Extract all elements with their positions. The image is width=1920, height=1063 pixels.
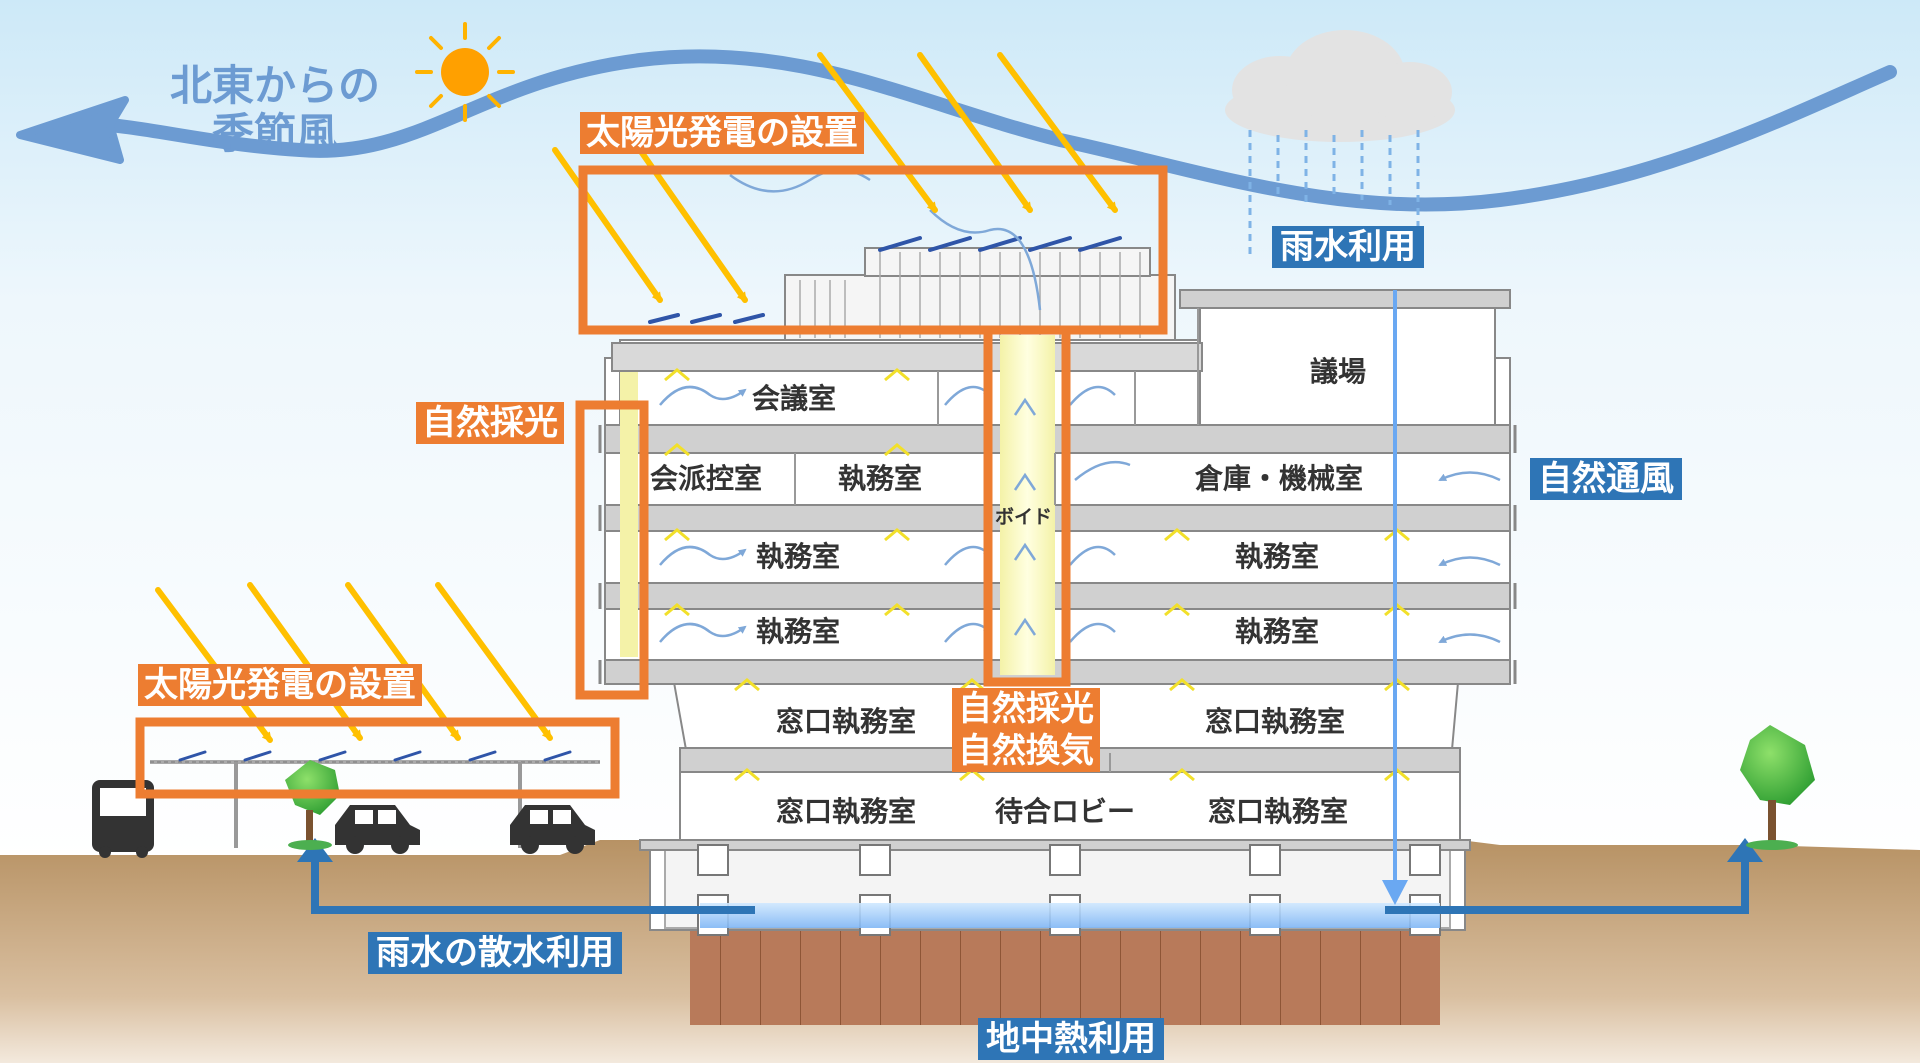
daylight-vent-label-2: 自然換気 [952,730,1100,772]
room-office-4f-left: 執務室 [756,540,841,573]
room-counter-1f-right: 窓口執務室 [1208,795,1349,828]
room-counter-2f-left: 窓口執務室 [776,705,917,738]
sun-icon [415,22,515,122]
daylight-vent-label-1: 自然採光 [952,688,1100,730]
carport [150,750,600,848]
daylight-side-label: 自然採光 [416,402,564,444]
room-storage: 倉庫・機械室 [1195,462,1364,495]
car-icon [510,805,595,854]
geothermal-water [700,903,1440,928]
solar-roof-label: 太陽光発電の設置 [580,112,864,154]
room-lobby: 待合ロビー [995,795,1136,828]
room-assembly-hall: 議場 [1310,355,1367,388]
ventilation-arrows [659,168,1501,644]
seasonal-wind-arrow [16,49,1897,212]
tree-icon [1740,725,1815,850]
seasonal-wind-label: 北東からの 季節風 [170,62,380,158]
balcony-rails [598,425,1517,684]
light-well [620,372,638,657]
rain-cloud-icon [1225,30,1455,260]
rainwater-downpipe [1382,290,1408,905]
sun-rays [155,52,1118,743]
interior-walls [794,308,1199,772]
wind-label-line2: 季節風 [212,109,339,158]
solar-carport-label: 太陽光発電の設置 [138,664,422,706]
room-office-3f-right: 執務室 [1235,615,1320,648]
room-faction: 会派控室 [650,462,763,495]
room-office-4f-right: 執務室 [1235,540,1320,573]
natural-vent-label: 自然通風 [1530,458,1682,500]
room-counter-2f-right: 窓口執務室 [1205,705,1346,738]
room-meeting: 会議室 [752,382,837,415]
room-office-3f-left: 執務室 [756,615,841,648]
car-icon [335,805,420,854]
void-shaft [1000,335,1055,675]
room-office-5f: 執務室 [838,462,923,495]
rainwater-label: 雨水利用 [1272,226,1424,268]
geothermal-label: 地中熱利用 [978,1018,1164,1060]
foundation-piles [690,930,1440,1025]
room-counter-1f-left: 窓口執務室 [776,795,917,828]
roof-solar-panels [648,236,1122,324]
room-void: ボイド [995,506,1053,528]
sprinkle-pipes [311,858,1749,914]
rain-sprinkle-label: 雨水の散水利用 [368,932,622,974]
roof-louvers [799,252,1141,338]
orange-highlight-frames [135,165,1168,799]
tree-icon [285,760,340,850]
wind-label-line1: 北東からの [170,61,381,110]
